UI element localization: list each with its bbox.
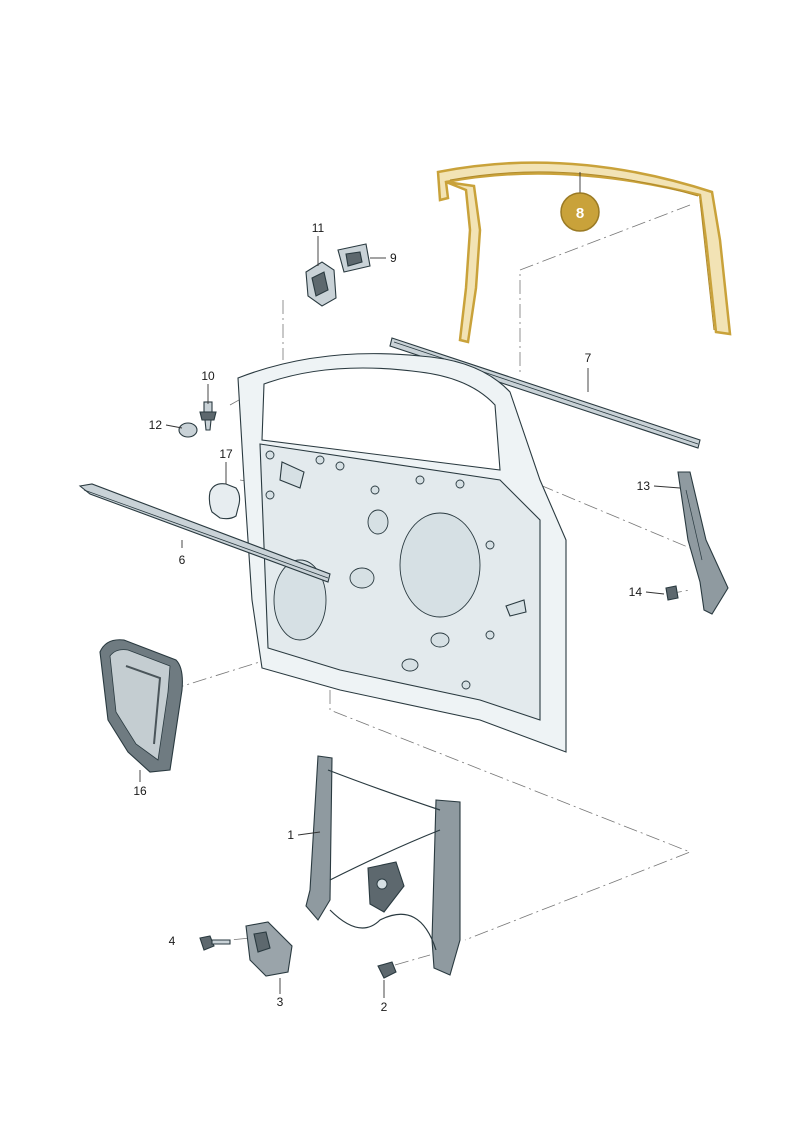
clip-part-14[interactable] xyxy=(665,585,679,601)
window-frame-seal-part-8[interactable] xyxy=(436,161,732,344)
label-part-4: 4 xyxy=(169,934,176,948)
guide-rail-part-13[interactable] xyxy=(677,471,729,615)
label-part-7: 7 xyxy=(585,351,592,365)
window-regulator-part-1[interactable] xyxy=(305,755,461,976)
label-part-10: 10 xyxy=(201,369,215,383)
callout-part-8[interactable]: 8 xyxy=(560,172,600,232)
inner-cover-part-16[interactable] xyxy=(99,639,183,773)
label-part-16: 16 xyxy=(133,784,147,798)
window-motor-part-3[interactable] xyxy=(245,921,293,977)
label-part-1: 1 xyxy=(287,828,294,842)
label-part-9: 9 xyxy=(390,251,397,265)
cover-cap-part-17[interactable] xyxy=(208,483,241,520)
door-shell xyxy=(237,353,567,753)
label-part-14: 14 xyxy=(629,585,643,599)
inner-seal-strip-part-6[interactable] xyxy=(78,483,331,583)
bolt-part-10[interactable] xyxy=(199,401,217,431)
label-part-12: 12 xyxy=(149,418,163,432)
label-part-13: 13 xyxy=(637,479,651,493)
label-part-6: 6 xyxy=(179,553,186,567)
label-part-2: 2 xyxy=(381,1000,388,1014)
nut-part-2[interactable] xyxy=(377,961,397,979)
leader-lines xyxy=(139,236,681,998)
plug-part-12[interactable] xyxy=(178,422,198,438)
label-part-8: 8 xyxy=(576,205,584,222)
mirror-mount-part-11[interactable] xyxy=(305,261,337,307)
assembly-guide-lines xyxy=(169,204,692,966)
screw-part-4[interactable] xyxy=(199,935,231,951)
label-part-3: 3 xyxy=(277,995,284,1009)
label-part-17: 17 xyxy=(219,447,233,461)
mirror-trim-part-9[interactable] xyxy=(337,243,371,273)
label-part-11: 11 xyxy=(312,221,325,235)
